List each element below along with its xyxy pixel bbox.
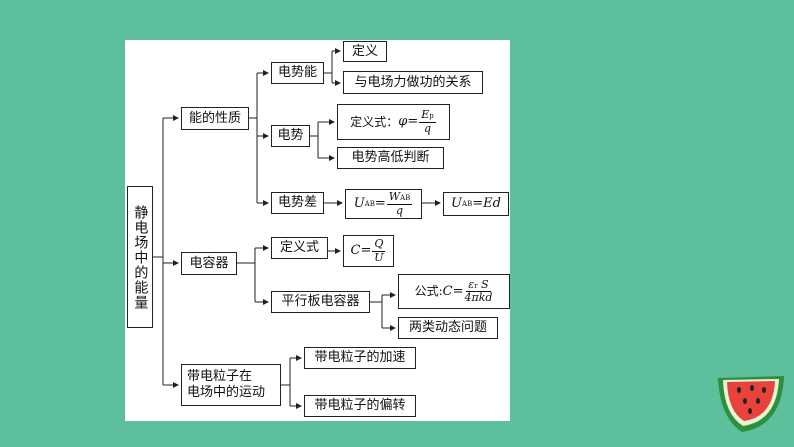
root-char: 静	[132, 204, 149, 220]
fraction-wab-over-q: WAB q	[386, 190, 413, 217]
root-char: 的	[132, 264, 149, 280]
node-definition-formula: 定义式	[271, 237, 328, 259]
node-potential-definition-formula: 定义式： φ= Ep q	[337, 104, 450, 140]
node-capacitance-formula: C= Q U	[343, 235, 394, 267]
root-char: 电	[132, 219, 149, 235]
connector-lines	[153, 48, 441, 409]
node-potential-difference: 电势差	[271, 192, 324, 214]
node-parallel-plate-capacitor: 平行板电容器	[271, 291, 370, 313]
root-char: 场	[132, 234, 149, 250]
watermelon-icon	[718, 376, 784, 432]
root-char: 中	[132, 249, 149, 265]
node-potential-judgement: 电势高低判断	[337, 147, 444, 169]
node-capacitor: 电容器	[181, 252, 237, 275]
node-particle-acceleration: 带电粒子的加速	[304, 347, 416, 369]
node-potential-energy: 电势能	[271, 62, 324, 84]
fraction-q-over-u: Q U	[372, 237, 386, 264]
fraction-epsilon-s-over-4pikd: εr S 4πkd	[464, 277, 493, 304]
node-parallel-plate-formula: 公式: C= εr S 4πkd	[398, 274, 510, 309]
node-relation-with-work: 与电场力做功的关系	[343, 71, 483, 94]
concept-map-panel: 静 电 场 中 的 能 量 能的性质 电容器 带电粒子在 电场中的运动 电势能 …	[125, 40, 510, 421]
node-energy-properties: 能的性质	[181, 107, 249, 130]
fraction-ep-over-q: Ep q	[419, 108, 436, 135]
node-particle-deflection: 带电粒子的偏转	[304, 395, 416, 417]
node-dynamic-problems: 两类动态问题	[398, 317, 498, 339]
root-char: 能	[132, 279, 149, 295]
node-particle-motion: 带电粒子在 电场中的运动	[181, 364, 281, 406]
node-potential: 电势	[271, 125, 310, 147]
node-definition: 定义	[343, 41, 387, 62]
root-char: 量	[132, 294, 149, 310]
root-node-electrostatic-energy: 静 电 场 中 的 能 量	[127, 186, 153, 328]
